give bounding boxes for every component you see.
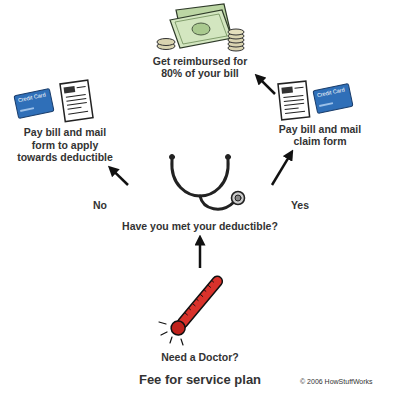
coin (228, 29, 244, 35)
diagram-caption: Fee for service plan (139, 372, 261, 387)
outcome-node: Get reimbursed for 80% of your bill (145, 4, 255, 82)
flow-arrow (259, 78, 275, 94)
branch-label: Yes (291, 199, 309, 211)
bill-border (175, 14, 227, 44)
flow-arrow (112, 169, 128, 185)
branch-label: No (93, 199, 107, 211)
credit-card-icon (14, 89, 54, 119)
node-text: Get reimbursed for 80% of your bill (147, 55, 253, 80)
process-node: Pay bill and mail form to apply towards … (8, 80, 122, 166)
node-text: Have you met your deductible? (112, 220, 288, 233)
copyright-note: © 2006 HowStuffWorks (300, 378, 373, 385)
node-text: Pay bill and mail form to apply towards … (15, 126, 115, 164)
credit-card-icon (313, 84, 353, 114)
node-text: Pay bill and mail claim form (276, 123, 364, 148)
flow-arrow (199, 240, 202, 268)
bill (170, 10, 232, 48)
bill-seal (192, 23, 210, 35)
fever-lines (159, 322, 183, 345)
node-text: Need a Doctor? (147, 351, 253, 364)
coin (157, 39, 175, 46)
start-node: Need a Doctor? (145, 268, 255, 366)
decision-node: Have you met your deductible? (110, 185, 290, 235)
stethoscope-icon (170, 155, 245, 210)
form-icon (60, 80, 93, 122)
money-icon (157, 4, 244, 51)
claim-form-icon (278, 81, 310, 120)
thermometer-icon (168, 273, 226, 338)
flow-arrow (272, 154, 290, 185)
